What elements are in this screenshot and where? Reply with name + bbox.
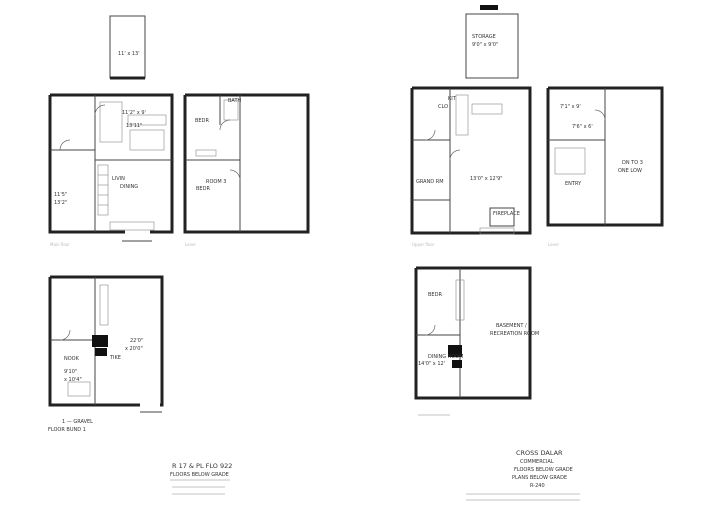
room-label: BEDR bbox=[196, 186, 210, 192]
right-footer: CROSS DALAR COMMERCIAL FLOORS BELOW GRAD… bbox=[466, 449, 580, 501]
room-label: ROOM 3 bbox=[206, 179, 226, 185]
room-label: ENTRY bbox=[565, 181, 582, 187]
right-main-floor: KIT CLO GRAND RM 13'0" x 12'9" FIREPLACE… bbox=[410, 86, 532, 247]
sheet-subtitle: FLOORS BELOW GRADE bbox=[514, 467, 573, 473]
dim-label: 22'0" bbox=[130, 338, 143, 344]
sheet-title: R 17 & PL FLO 922 bbox=[172, 462, 232, 470]
floor-caption: Main floor bbox=[50, 242, 70, 247]
right-lower-floor: BASEMENT / RECREATION ROOM DINING ROOM B… bbox=[414, 266, 539, 416]
room-label: FIREPLACE bbox=[493, 211, 520, 217]
room-label: STORAGE bbox=[472, 34, 496, 40]
dim-label: 13'2" bbox=[54, 200, 67, 206]
dim-label: x 10'4" bbox=[64, 377, 82, 383]
room-label: TIKE bbox=[109, 355, 121, 361]
room-label: DINING bbox=[120, 184, 138, 190]
room-label: 7'1" x 9' bbox=[560, 104, 581, 110]
room-label: DINING ROOM bbox=[428, 354, 463, 360]
dim-label: 9'10" bbox=[64, 369, 77, 375]
room-label: 7'6" x 6' bbox=[572, 124, 593, 130]
room-label: NOOK bbox=[64, 356, 80, 362]
sheet-subtitle: COMMERCIAL bbox=[520, 459, 554, 465]
left-footer: R 17 & PL FLO 922 FLOORS BELOW GRADE bbox=[170, 462, 232, 495]
left-bedroom-wing: BATH ROOM 3 BEDR BEDR Level bbox=[183, 93, 310, 247]
left-top-room: 11' x 13' bbox=[109, 15, 146, 80]
lower-floor-caption: 1 — GRAVEL bbox=[62, 419, 93, 425]
room-label: BEDR bbox=[428, 292, 442, 298]
room-label: 13'0" x 12'9" bbox=[470, 176, 503, 182]
dim-label: 13'11" bbox=[126, 123, 142, 129]
floor-caption: Level bbox=[548, 242, 559, 247]
dim-label: 14'0" x 12' bbox=[418, 361, 445, 367]
side-note: DN TO 3 bbox=[622, 160, 643, 166]
dim-label: 11'5" bbox=[54, 192, 67, 198]
room-label: LIVIN bbox=[112, 176, 125, 182]
dim-label: 11'2" x 9' bbox=[122, 110, 146, 116]
right-top-room: STORAGE 9'0" x 9'0" bbox=[465, 5, 519, 79]
dim-label: 9'0" x 9'0" bbox=[472, 42, 498, 48]
room-label: CLO bbox=[438, 104, 448, 110]
sheet-subtitle: R-240 bbox=[530, 483, 545, 489]
left-lower-floor: NOOK TIKE 22'0" x 20'0" 9'10" x 10'4" 1 … bbox=[48, 275, 164, 433]
room-label: GRAND RM bbox=[416, 179, 444, 185]
dim-label: x 20'0" bbox=[125, 346, 143, 352]
sheet-subtitle: FLOORS BELOW GRADE bbox=[170, 472, 229, 478]
lower-floor-caption: FLOOR BUND 1 bbox=[48, 427, 86, 433]
floor-caption: Upper floor bbox=[412, 242, 435, 247]
floor-caption: Level bbox=[185, 242, 196, 247]
left-top-room-dim: 11' x 13' bbox=[118, 51, 140, 57]
left-main-floor: LIVIN DINING 11'2" x 9' 13'11" 11'5" 13'… bbox=[48, 93, 174, 247]
room-label: BATH bbox=[228, 98, 242, 104]
sheet-subtitle: PLANS BELOW GRADE bbox=[512, 475, 567, 481]
room-label: KIT bbox=[448, 96, 457, 102]
sheet-title: CROSS DALAR bbox=[516, 449, 563, 457]
right-east-wing: 7'1" x 9' 7'6" x 6' ENTRY DN TO 3 ONE LO… bbox=[546, 86, 664, 247]
room-label: RECREATION ROOM bbox=[490, 331, 539, 337]
room-label: BASEMENT / bbox=[496, 323, 527, 329]
room-label: BEDR bbox=[195, 118, 209, 124]
side-note: ONE LOW bbox=[618, 168, 642, 174]
